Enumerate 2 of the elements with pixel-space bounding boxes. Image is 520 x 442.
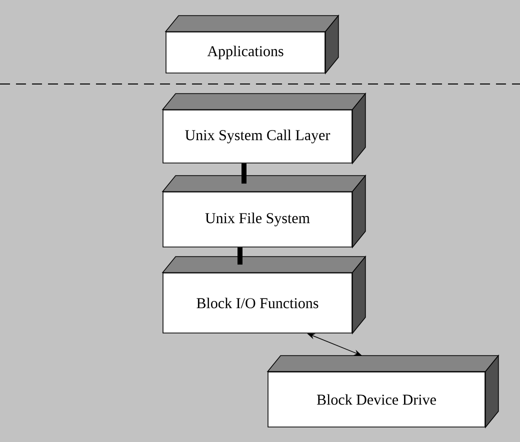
connector bbox=[242, 163, 246, 184]
connector bbox=[238, 247, 242, 265]
